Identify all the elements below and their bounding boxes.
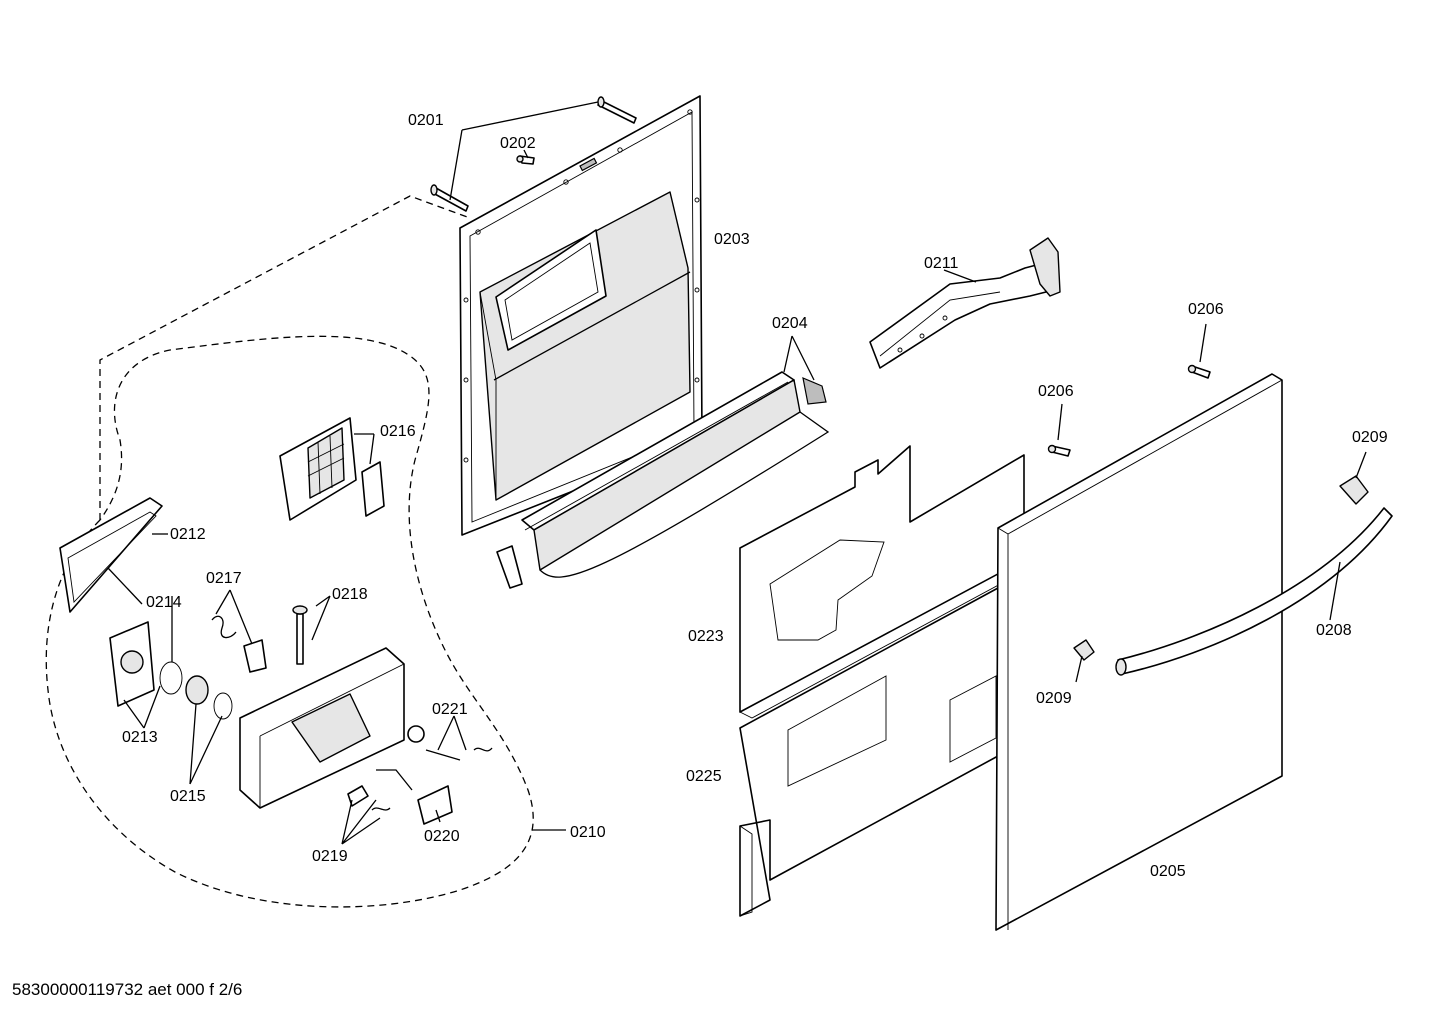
label-0206-upper: 0206: [1188, 301, 1224, 318]
screws-0206: [1047, 364, 1211, 457]
end-caps-0209: [1073, 475, 1369, 661]
insulation-upper: [739, 445, 1031, 719]
label-0225: 0225: [686, 768, 722, 785]
control-module-outline: [45, 195, 534, 908]
label-0218: 0218: [332, 586, 368, 603]
control-module-parts: [59, 417, 493, 825]
label-0203: 0203: [714, 231, 750, 248]
leader-lines: [107, 101, 1367, 845]
label-0223: 0223: [688, 628, 724, 645]
label-0204: 0204: [772, 315, 808, 332]
outer-door-panel: [995, 373, 1283, 931]
label-0202: 0202: [500, 135, 536, 152]
label-0208: 0208: [1316, 622, 1352, 639]
label-0209-left: 0209: [1036, 690, 1072, 707]
label-0209-right: 0209: [1352, 429, 1388, 446]
label-0213: 0213: [122, 729, 158, 746]
label-0220: 0220: [424, 828, 460, 845]
part-labels: 0201 0202 0203 0204 0205 0206 0206 0208 …: [122, 112, 1388, 880]
screw-0202: [516, 155, 535, 165]
label-0216: 0216: [380, 423, 416, 440]
door-handle: [1115, 507, 1393, 676]
drawing-code: 58300000119732 aet 000 f 2/6: [12, 980, 243, 999]
label-0210: 0210: [570, 824, 606, 841]
label-0221: 0221: [432, 701, 468, 718]
label-0205: 0205: [1150, 863, 1186, 880]
label-0215: 0215: [170, 788, 206, 805]
hinge-bracket: [869, 237, 1061, 369]
label-0219: 0219: [312, 848, 348, 865]
label-0206-lower: 0206: [1038, 383, 1074, 400]
door-rail: [496, 371, 830, 589]
label-0212: 0212: [170, 526, 206, 543]
inner-door-panel: [459, 95, 703, 536]
label-0201: 0201: [408, 112, 444, 129]
label-0214: 0214: [146, 594, 182, 611]
label-0211: 0211: [924, 255, 959, 272]
label-0217: 0217: [206, 570, 242, 587]
